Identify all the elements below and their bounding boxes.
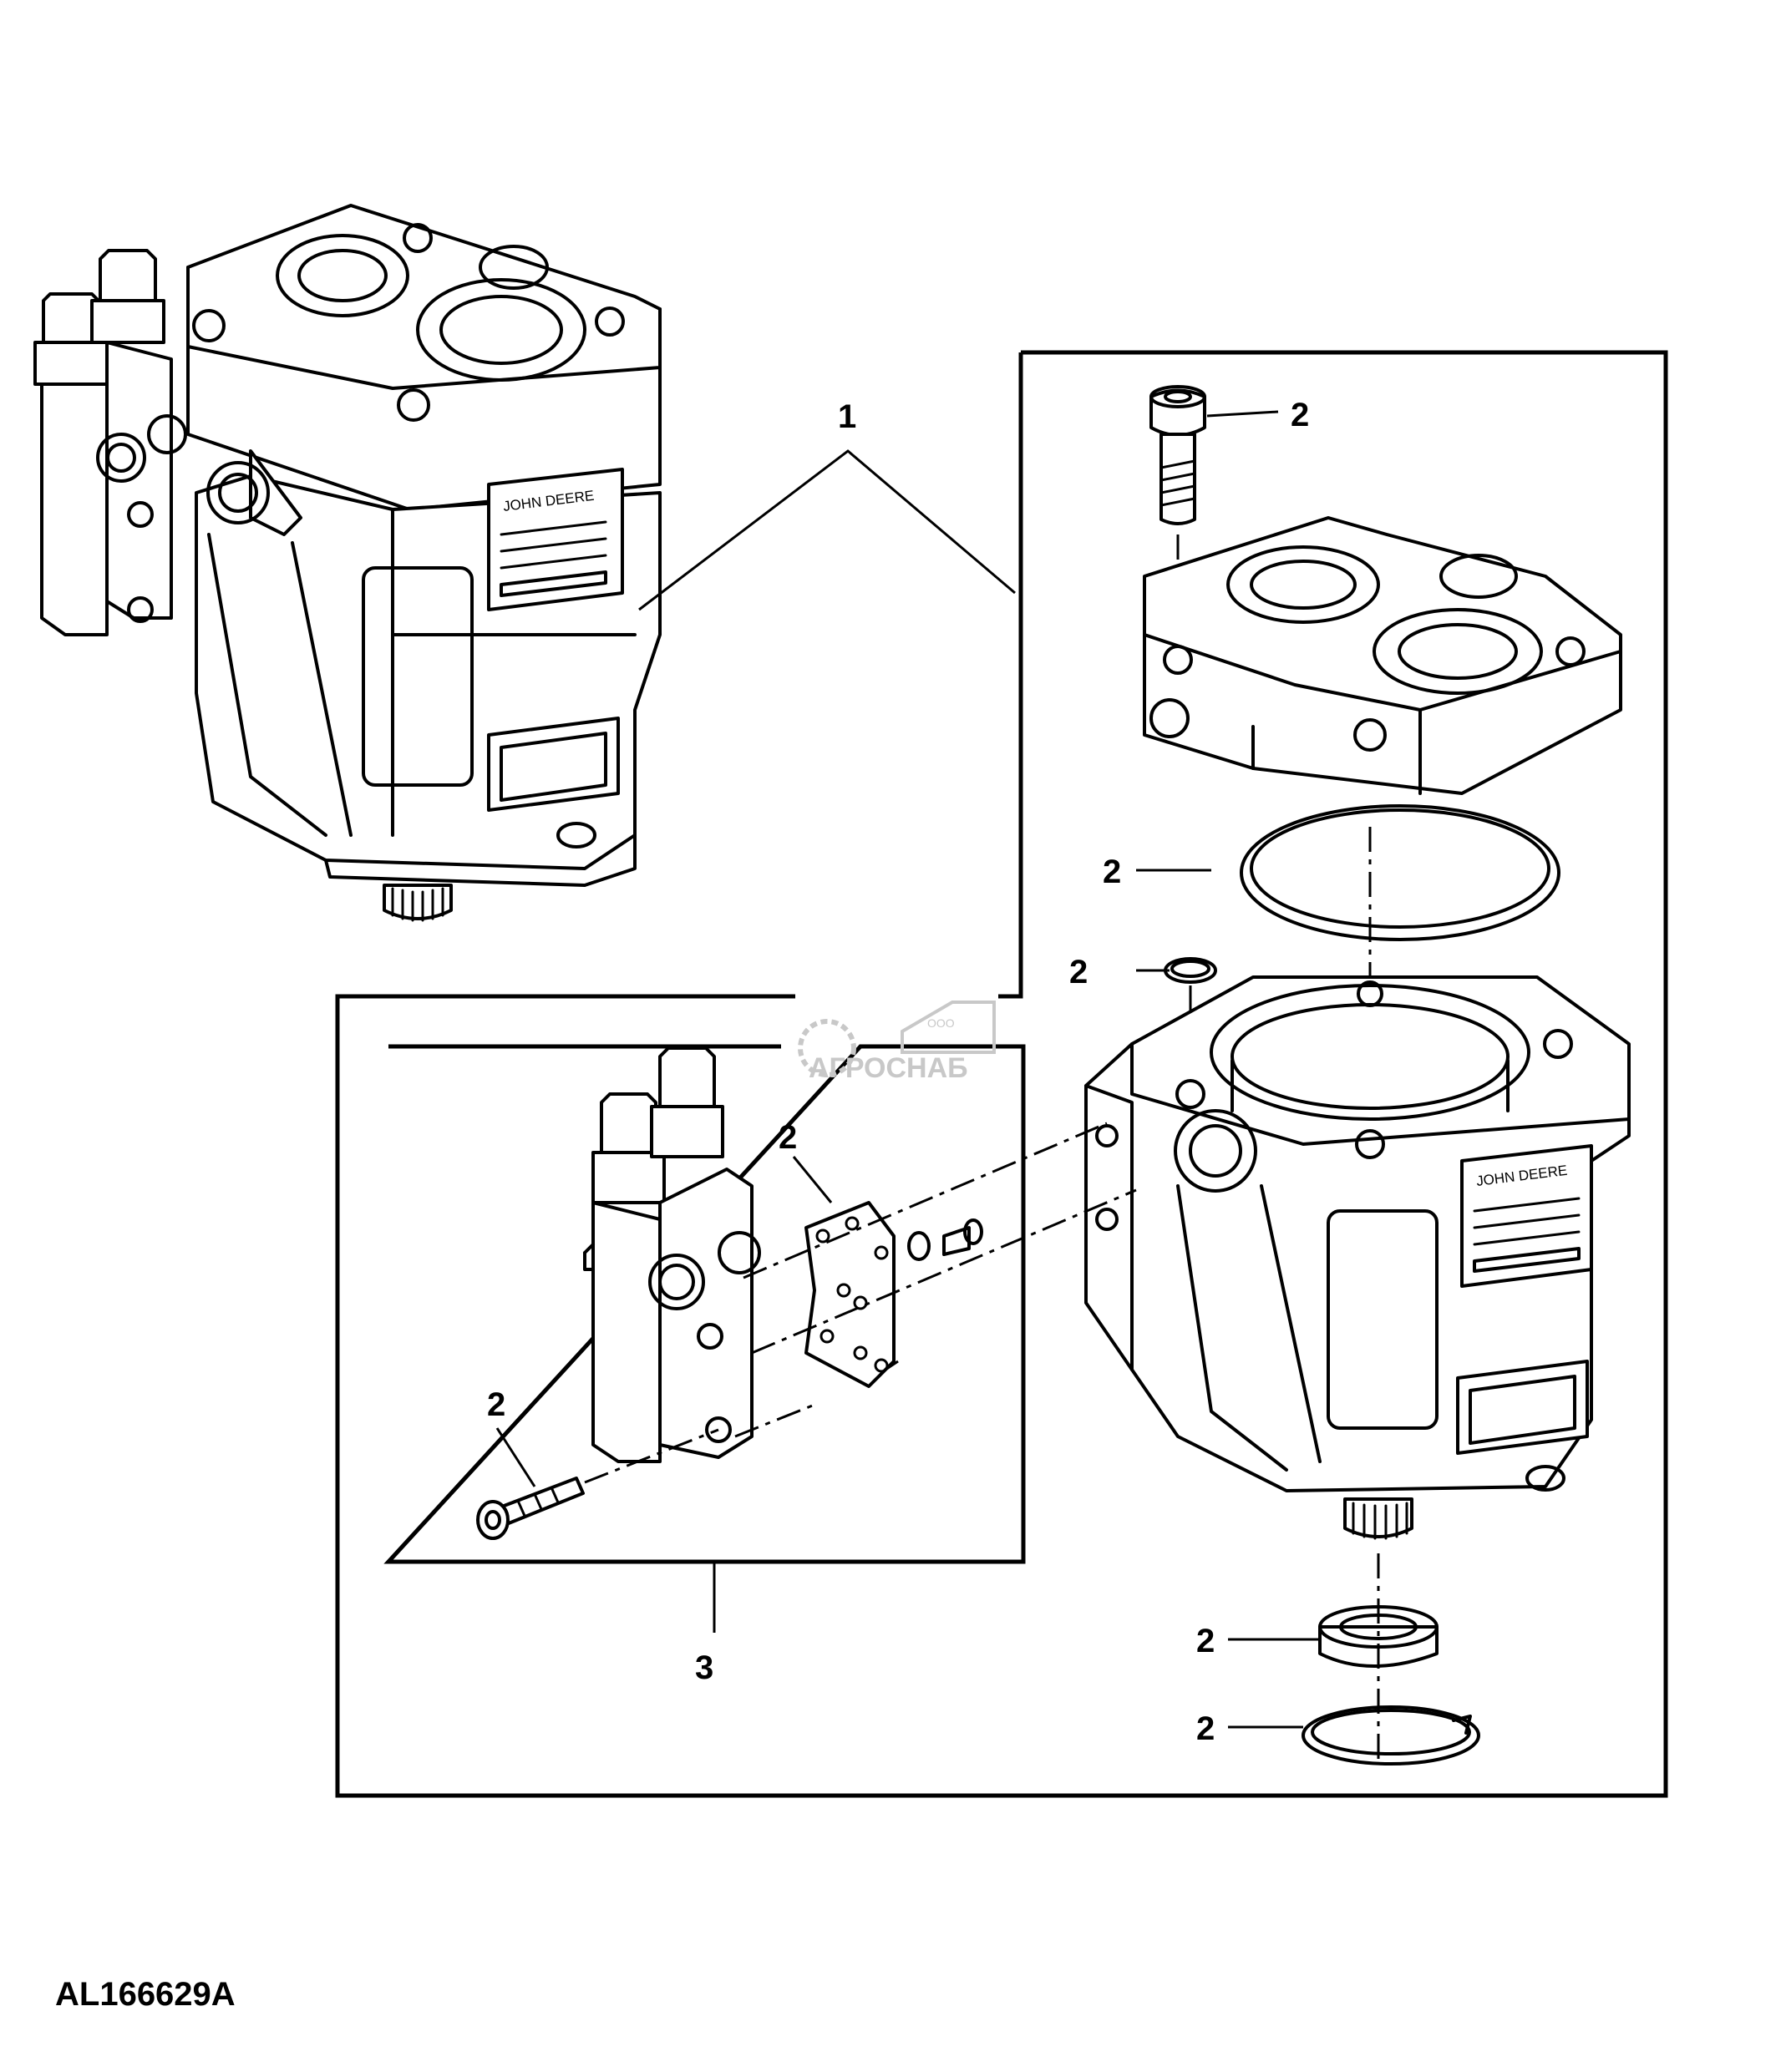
- callout-leaders: [495, 410, 1320, 1729]
- watermark-name: АГРОСНАБ: [809, 1052, 968, 1084]
- callout-gasket: 2: [779, 1119, 797, 1156]
- callout-o-ring-small: 2: [1069, 954, 1088, 990]
- callout-cap-screw: 2: [1291, 397, 1309, 433]
- callout-retaining-ring: 2: [1196, 1710, 1215, 1747]
- watermark-prefix: ООО: [927, 1016, 955, 1030]
- callout-valve-screw: 2: [487, 1386, 505, 1423]
- control-valve: [476, 1046, 1137, 1540]
- kit-frame: [335, 350, 1668, 1798]
- exploded-top-cover: [1143, 385, 1622, 1119]
- watermark-logo: ООО АГРОСНАБ: [798, 1001, 996, 1084]
- callout-assembly: 1: [838, 398, 856, 435]
- callout-o-ring-large: 2: [1103, 854, 1121, 890]
- exploded-pump-body: JOHN DEERE: [1084, 975, 1631, 1766]
- figure-id: AL166629A: [55, 1976, 236, 2013]
- pump-assembly: JOHN DEERE: [33, 204, 662, 922]
- valve-frame: [383, 1044, 1026, 1564]
- callout-shaft-seal: 2: [1196, 1623, 1215, 1659]
- callout-valve: 3: [695, 1649, 713, 1686]
